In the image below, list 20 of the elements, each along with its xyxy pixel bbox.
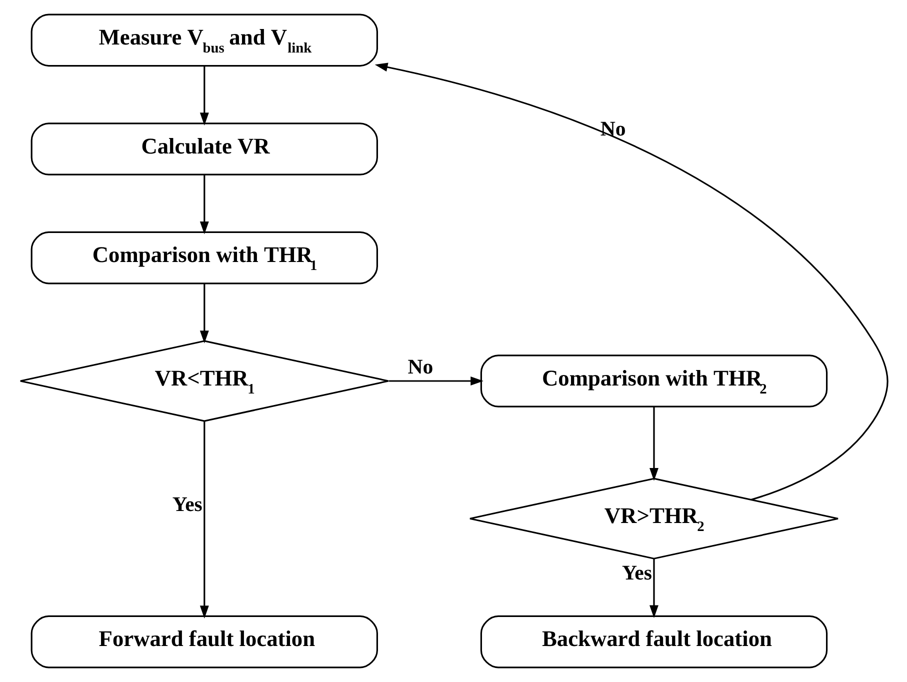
node-box: Forward fault location	[30, 615, 378, 668]
arrow	[199, 284, 208, 344]
arrow	[199, 66, 208, 126]
arrow	[374, 62, 888, 500]
edge-label: No	[600, 118, 626, 141]
node-box: Comparison with THR$_{2}$	[480, 354, 828, 408]
node-box: Backward fault location	[480, 615, 828, 668]
arrow	[388, 376, 483, 386]
edge-label: Yes	[621, 562, 652, 585]
edge-label: Yes	[172, 492, 202, 516]
arrow	[199, 175, 208, 234]
node-diamond: VR<THR$_{1}$	[19, 340, 389, 422]
arrow	[199, 421, 208, 618]
node-box: Calculate VR	[30, 122, 378, 176]
edge-label: No	[407, 356, 433, 379]
arrow	[649, 406, 658, 481]
node-box: Measure V$_{bus}$ and V$_{link}$	[30, 14, 378, 67]
node-box: Comparison with THR$_{1}$	[30, 231, 378, 284]
arrow	[649, 558, 658, 618]
node-diamond: VR>THR$_{2}$	[468, 478, 838, 560]
